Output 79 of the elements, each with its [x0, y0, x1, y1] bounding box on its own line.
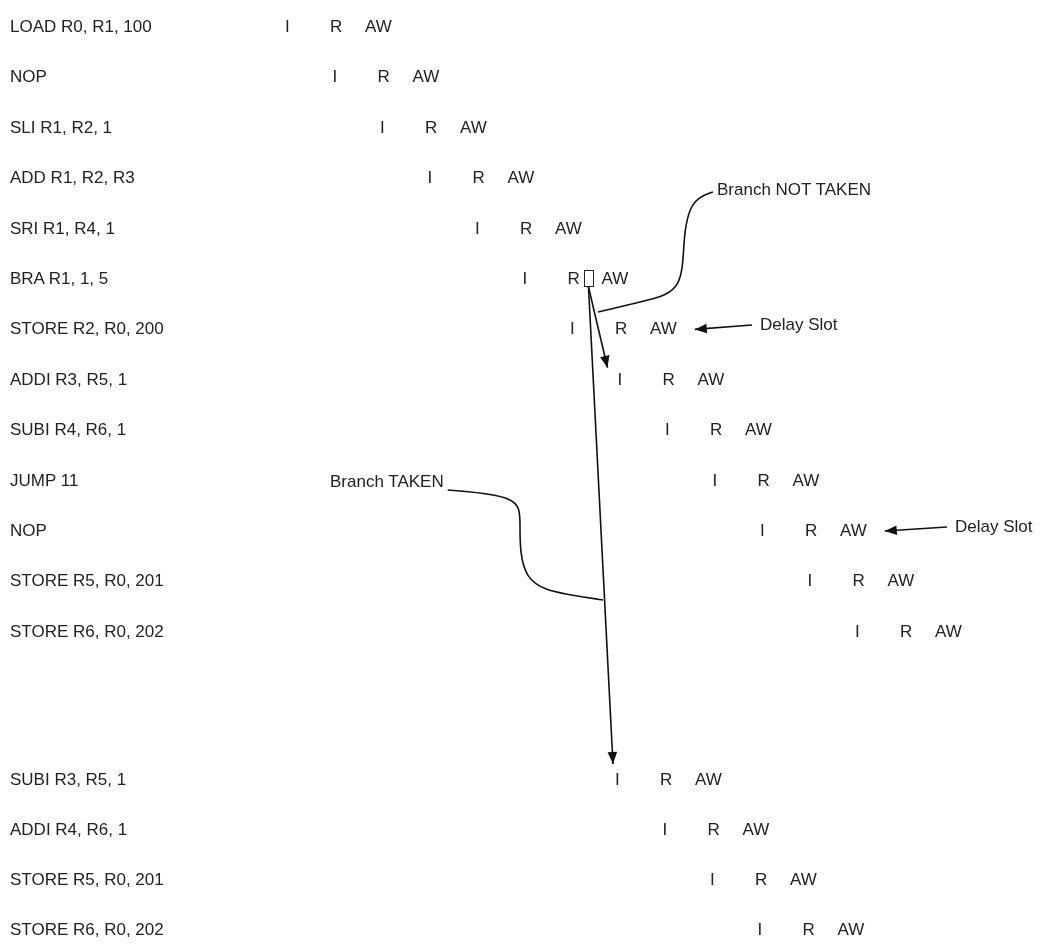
stage-label: I — [570, 319, 575, 340]
stage-label: AW — [697, 369, 725, 390]
instruction-text: ADDI R4, R6, 1 — [10, 820, 128, 840]
stage-label: AW — [745, 420, 772, 441]
stage-label: AW — [840, 521, 867, 541]
instruction-text: STORE R6, R0, 202 — [10, 621, 164, 642]
stage-label: AW — [935, 621, 962, 642]
instruction-text: ADDI R3, R5, 1 — [10, 369, 128, 390]
annotation-text: Branch NOT TAKEN — [717, 180, 871, 200]
stage-label: R — [567, 269, 580, 289]
instruction-text: STORE R5, R0, 201 — [10, 571, 164, 592]
stage-label: R — [662, 369, 675, 390]
instruction-text: STORE R2, R0, 200 — [10, 319, 164, 340]
stage-label: AW — [507, 168, 535, 189]
stage-label: I — [615, 770, 620, 790]
stage-label: AW — [790, 870, 817, 890]
instruction-text: NOP — [10, 67, 47, 88]
stage-label: R — [755, 870, 768, 890]
annotation-text: Branch TAKEN — [330, 472, 444, 492]
arrow — [587, 286, 618, 765]
stage-label: AW — [555, 218, 582, 239]
stage-label: R — [802, 920, 815, 940]
instruction-text: NOP — [10, 521, 47, 541]
stage-label: AW — [601, 269, 629, 289]
stage-label: I — [475, 218, 480, 239]
instruction-text: SUBI R4, R6, 1 — [10, 420, 127, 441]
stage-label: R — [660, 770, 673, 790]
stage-label: R — [330, 17, 343, 37]
stage-label: AW — [887, 571, 915, 592]
stage-label: R — [520, 218, 533, 239]
instruction-text: LOAD R0, R1, 100 — [10, 17, 152, 37]
instruction-text: SUBI R3, R5, 1 — [10, 770, 127, 790]
stage-label: I — [760, 521, 765, 541]
note-text: Delay Slot — [955, 517, 1033, 537]
leader-line — [597, 191, 714, 313]
stage-label: R — [377, 67, 390, 88]
arrow — [883, 525, 948, 535]
stage-label: R — [710, 420, 723, 441]
arrow — [587, 286, 610, 369]
stage-label: AW — [792, 470, 820, 491]
stage-label: I — [665, 420, 670, 441]
stage-label: I — [807, 571, 813, 592]
stage-label: I — [662, 820, 668, 840]
arrow — [693, 323, 753, 334]
instruction-text: SRI R1, R4, 1 — [10, 218, 115, 239]
stage-label: I — [427, 168, 433, 189]
stage-label: R — [757, 470, 770, 491]
stage-label: AW — [695, 770, 722, 790]
leader-line — [446, 489, 604, 601]
stage-label: R — [805, 521, 818, 541]
stage-label: AW — [650, 319, 677, 340]
stage-label: I — [712, 470, 718, 491]
stage-label: R — [472, 168, 485, 189]
stage-label: I — [380, 117, 385, 138]
stage-label: AW — [365, 17, 392, 37]
stage-label: AW — [742, 820, 770, 840]
instruction-text: BRA R1, 1, 5 — [10, 269, 109, 289]
stage-label: R — [615, 319, 628, 340]
instruction-text: JUMP 11 — [10, 470, 79, 491]
stage-label: I — [522, 269, 528, 289]
stage-label: I — [285, 17, 290, 37]
stage-label: I — [757, 920, 763, 940]
stage-label: R — [707, 820, 720, 840]
instruction-text: STORE R5, R0, 201 — [10, 870, 164, 890]
stage-label: I — [855, 621, 860, 642]
stage-label: R — [425, 117, 438, 138]
stage-label: I — [332, 67, 338, 88]
instruction-text: ADD R1, R2, R3 — [10, 168, 135, 189]
stage-label: I — [710, 870, 715, 890]
stage-label: AW — [412, 67, 440, 88]
stage-marker-box — [583, 270, 594, 287]
instruction-text: SLI R1, R2, 1 — [10, 117, 113, 138]
stage-label: I — [617, 369, 623, 390]
stage-label: R — [900, 621, 913, 642]
stage-label: AW — [460, 117, 487, 138]
stage-label: R — [852, 571, 865, 592]
instruction-text: STORE R6, R0, 202 — [10, 920, 164, 940]
stage-label: AW — [837, 920, 865, 940]
note-text: Delay Slot — [760, 315, 838, 335]
